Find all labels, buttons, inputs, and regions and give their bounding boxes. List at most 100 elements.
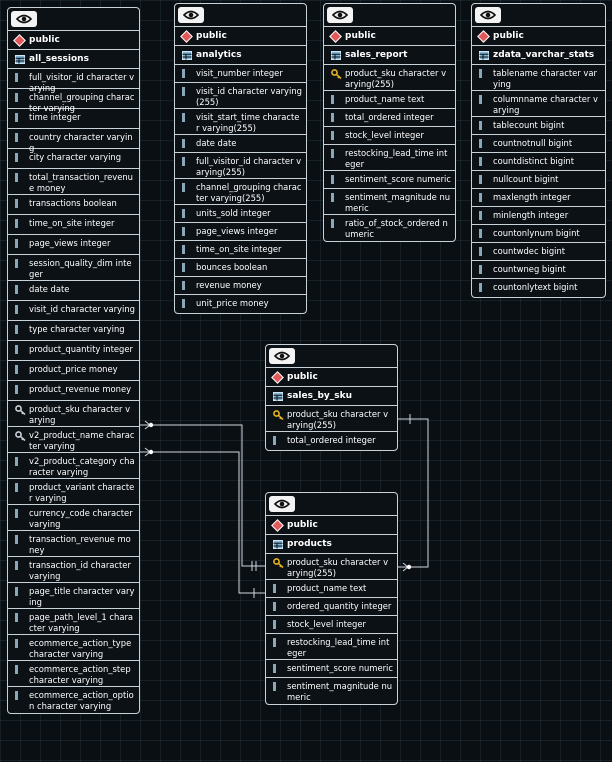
column-row[interactable]: product_price money — [8, 361, 139, 381]
view-toggle-button[interactable] — [327, 7, 353, 23]
column-row[interactable]: page_title character varying — [8, 583, 139, 609]
column-row[interactable]: sentiment_score numeric — [324, 171, 455, 189]
view-toggle-button[interactable] — [269, 348, 295, 364]
column-row[interactable]: product_sku character varying — [8, 401, 139, 427]
column-row[interactable]: sentiment_score numeric — [266, 660, 397, 678]
column-row[interactable]: nullcount bigint — [472, 171, 605, 189]
column-row[interactable]: total_transaction_revenue money — [8, 169, 139, 195]
column-row[interactable]: unit_price money — [175, 295, 306, 313]
column-row[interactable]: countnotnull bigint — [472, 135, 605, 153]
column-row[interactable]: restocking_lead_time integer — [266, 634, 397, 660]
column-row[interactable]: countonlynum bigint — [472, 225, 605, 243]
view-toggle-button[interactable] — [269, 496, 295, 512]
column-row[interactable]: channel_grouping character varying(255) — [175, 179, 306, 205]
eye-icon — [274, 351, 290, 361]
column-row[interactable]: countonlytext bigint — [472, 279, 605, 297]
column-row[interactable]: product_sku character varying(255) — [266, 406, 397, 432]
column-row[interactable]: product_variant character varying — [8, 479, 139, 505]
table-name: products — [287, 539, 332, 549]
column-row[interactable]: v2_product_category character varying — [8, 453, 139, 479]
column-row[interactable]: columnname character varying — [472, 91, 605, 117]
column-row[interactable]: ratio_of_stock_ordered numeric — [324, 215, 455, 241]
column-row[interactable]: stock_level integer — [324, 127, 455, 145]
column-row[interactable]: ecommerce_action_step character varying — [8, 661, 139, 687]
column-label: transaction_revenue money — [29, 534, 131, 555]
column-row[interactable]: restocking_lead_time integer — [324, 145, 455, 171]
column-row[interactable]: sentiment_magnitude numeric — [266, 678, 397, 704]
column-row[interactable]: sentiment_magnitude numeric — [324, 189, 455, 215]
column-row[interactable]: units_sold integer — [175, 205, 306, 223]
view-toggle-button[interactable] — [11, 11, 37, 27]
column-row[interactable]: date date — [8, 281, 139, 301]
relationship-sales-by-sku-line[interactable] — [398, 418, 429, 568]
table-icon — [182, 50, 196, 60]
column-row[interactable]: countdistinct bigint — [472, 153, 605, 171]
table-name-row[interactable]: all_sessions — [8, 50, 139, 69]
column-row[interactable]: countwneg bigint — [472, 261, 605, 279]
column-row[interactable]: date date — [175, 135, 306, 153]
column-row[interactable]: visit_number integer — [175, 65, 306, 83]
table-name-row[interactable]: analytics — [175, 46, 306, 65]
column-row[interactable]: product_sku character varying(255) — [324, 65, 455, 91]
column-row[interactable]: country character varying — [8, 129, 139, 153]
column-icon — [15, 587, 18, 596]
column-row[interactable]: ecommerce_action_option character varyin… — [8, 687, 139, 713]
column-row[interactable]: visit_start_time character varying(255) — [175, 109, 306, 135]
column-row[interactable]: total_ordered integer — [324, 109, 455, 127]
column-row[interactable]: currency_code character varying — [8, 505, 139, 531]
column-label: channel_grouping character varying(255) — [196, 182, 302, 203]
column-row[interactable]: revenue money — [175, 277, 306, 295]
column-row[interactable]: total_ordered integer — [266, 432, 397, 450]
table-name-row[interactable]: products — [266, 535, 397, 554]
column-row[interactable]: channel_grouping character varying — [8, 89, 139, 113]
column-row[interactable]: full_visitor_id character varying(255) — [175, 153, 306, 179]
view-toggle-button[interactable] — [178, 7, 204, 23]
column-row[interactable]: visit_id character varying(255) — [175, 83, 306, 109]
column-row[interactable]: product_quantity integer — [8, 341, 139, 361]
column-row[interactable]: session_quality_dim integer — [8, 255, 139, 281]
column-row[interactable]: product_revenue money — [8, 381, 139, 401]
column-row[interactable]: product_name text — [324, 91, 455, 109]
column-row[interactable]: transaction_revenue money — [8, 531, 139, 557]
column-row[interactable]: city character varying — [8, 149, 139, 169]
view-toggle-button[interactable] — [475, 7, 501, 23]
column-row[interactable]: time_on_site integer — [8, 215, 139, 235]
column-row[interactable]: time integer — [8, 109, 139, 129]
column-row[interactable]: page_views integer — [175, 223, 306, 241]
table-name-row[interactable]: sales_by_sku — [266, 387, 397, 406]
column-row[interactable]: page_path_level_1 character varying — [8, 609, 139, 635]
column-row[interactable]: visit_id character varying — [8, 301, 139, 321]
relationship-product-sku-line[interactable] — [140, 424, 265, 567]
column-row[interactable]: product_sku character varying(255) — [266, 554, 397, 580]
column-row[interactable]: minlength integer — [472, 207, 605, 225]
column-row[interactable]: v2_product_name character varying — [8, 427, 139, 453]
column-row[interactable]: tablecount bigint — [472, 117, 605, 135]
column-label: visit_start_time character varying(255) — [196, 112, 300, 133]
column-label: currency_code character varying — [29, 508, 133, 529]
column-row[interactable]: type character varying — [8, 321, 139, 341]
column-row[interactable]: transactions boolean — [8, 195, 139, 215]
column-row[interactable]: maxlength integer — [472, 189, 605, 207]
column-row[interactable]: full_visitor_id character varying — [8, 69, 139, 93]
table-name-row[interactable]: sales_report — [324, 46, 455, 65]
column-row[interactable]: bounces boolean — [175, 259, 306, 277]
column-row[interactable]: page_views integer — [8, 235, 139, 255]
column-row[interactable]: transaction_id character varying — [8, 557, 139, 583]
relationship-product-name-line[interactable] — [140, 451, 265, 594]
column-row[interactable]: stock_level integer — [266, 616, 397, 634]
column-row[interactable]: tablename character varying — [472, 65, 605, 91]
table-name-row[interactable]: zdata_varchar_stats — [472, 46, 605, 65]
column-row[interactable]: countwdec bigint — [472, 243, 605, 261]
column-row[interactable]: ecommerce_action_type character varying — [8, 635, 139, 661]
column-row[interactable]: ordered_quantity integer — [266, 598, 397, 616]
column-row[interactable]: time_on_site integer — [175, 241, 306, 259]
column-row[interactable]: product_name text — [266, 580, 397, 598]
primary-key-icon — [273, 557, 284, 568]
column-label: session_quality_dim integer — [29, 258, 132, 279]
